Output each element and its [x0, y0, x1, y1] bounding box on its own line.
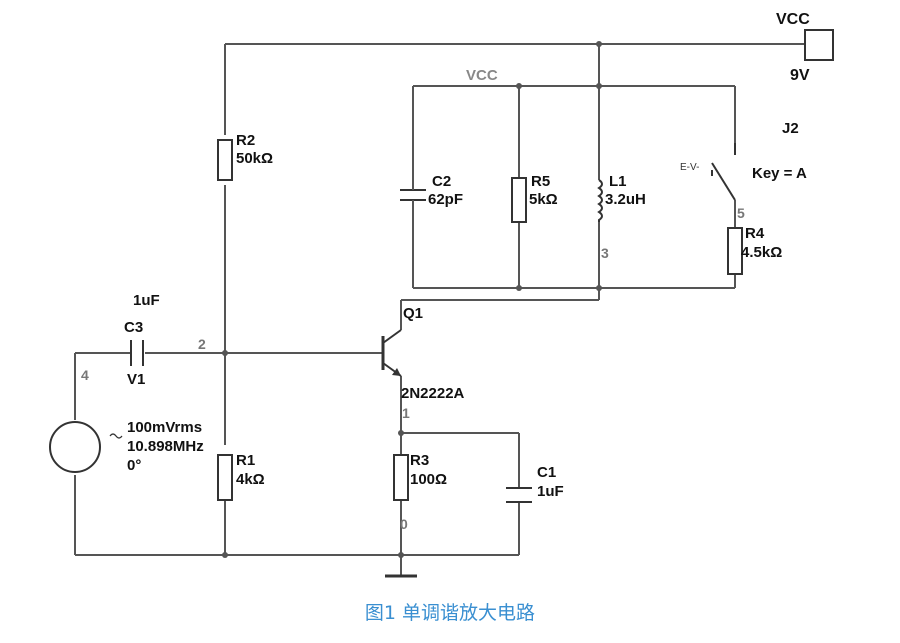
j2-name: J2 [782, 120, 799, 137]
capacitor-c2[interactable]: C2 62pF [400, 173, 463, 210]
r4-name: R4 [745, 225, 765, 242]
switch-j2[interactable]: E-V- J2 Key = A [680, 120, 807, 201]
junction-dots [222, 41, 602, 558]
r1-name: R1 [236, 452, 255, 469]
r5-name: R5 [531, 173, 550, 190]
resistor-r1[interactable]: R1 4kΩ [217, 452, 265, 501]
c2-name: C2 [432, 173, 451, 190]
vcc-label: VCC [776, 11, 810, 28]
l1-name: L1 [609, 173, 627, 190]
r4-value: 4.5kΩ [741, 244, 782, 261]
capacitor-c1[interactable]: C1 1uF [506, 464, 564, 503]
vcc-value: 9V [790, 67, 810, 84]
v1-name: V1 [127, 371, 145, 388]
r2-value: 50kΩ [236, 150, 273, 167]
c1-value: 1uF [537, 483, 564, 500]
r3-name: R3 [410, 452, 429, 469]
circuit-schematic: VCC 9V VCC R2 50kΩ C2 62pF R5 5kΩ L1 3.2… [49, 11, 834, 578]
vcc-supply[interactable]: VCC 9V [776, 11, 834, 84]
j2-key-hint: E-V- [680, 162, 699, 173]
q1-name: Q1 [403, 305, 423, 322]
figure-caption: 图1 单调谐放大电路 [364, 602, 536, 624]
ac-source-v1[interactable]: V1 100mVrms 10.898MHz 0° [49, 371, 204, 474]
capacitor-c3[interactable]: 1uF C3 [124, 292, 160, 366]
resistor-r2[interactable]: R2 50kΩ [217, 132, 273, 181]
l1-value: 3.2uH [605, 191, 646, 208]
node-1: 1 [402, 405, 410, 421]
node-3: 3 [601, 245, 609, 261]
node-2: 2 [198, 336, 206, 352]
vcc-rail-label: VCC [466, 67, 498, 84]
node-0: 0 [400, 516, 408, 532]
resistor-r4[interactable]: R4 4.5kΩ [727, 225, 782, 275]
inductor-l1[interactable]: L1 3.2uH [597, 173, 646, 222]
v1-amplitude: 100mVrms [127, 419, 202, 436]
wires [74, 43, 805, 576]
r3-value: 100Ω [410, 471, 447, 488]
j2-key: Key = A [752, 165, 807, 182]
r2-name: R2 [236, 132, 255, 149]
node-4: 4 [81, 367, 89, 383]
c3-value: 1uF [133, 292, 160, 309]
c1-name: C1 [537, 464, 556, 481]
c2-value: 62pF [428, 191, 463, 208]
v1-frequency: 10.898MHz [127, 438, 204, 455]
node-5: 5 [737, 205, 745, 221]
v1-phase: 0° [127, 457, 141, 474]
transistor-q1[interactable]: Q1 2N2222A [381, 305, 465, 402]
resistor-r5[interactable]: R5 5kΩ [511, 173, 558, 223]
q1-model: 2N2222A [401, 385, 465, 402]
node-labels: 0 1 2 3 4 5 [81, 205, 745, 532]
r1-value: 4kΩ [236, 471, 265, 488]
r5-value: 5kΩ [529, 191, 558, 208]
resistor-r3[interactable]: R3 100Ω [393, 452, 447, 501]
c3-name: C3 [124, 319, 143, 336]
